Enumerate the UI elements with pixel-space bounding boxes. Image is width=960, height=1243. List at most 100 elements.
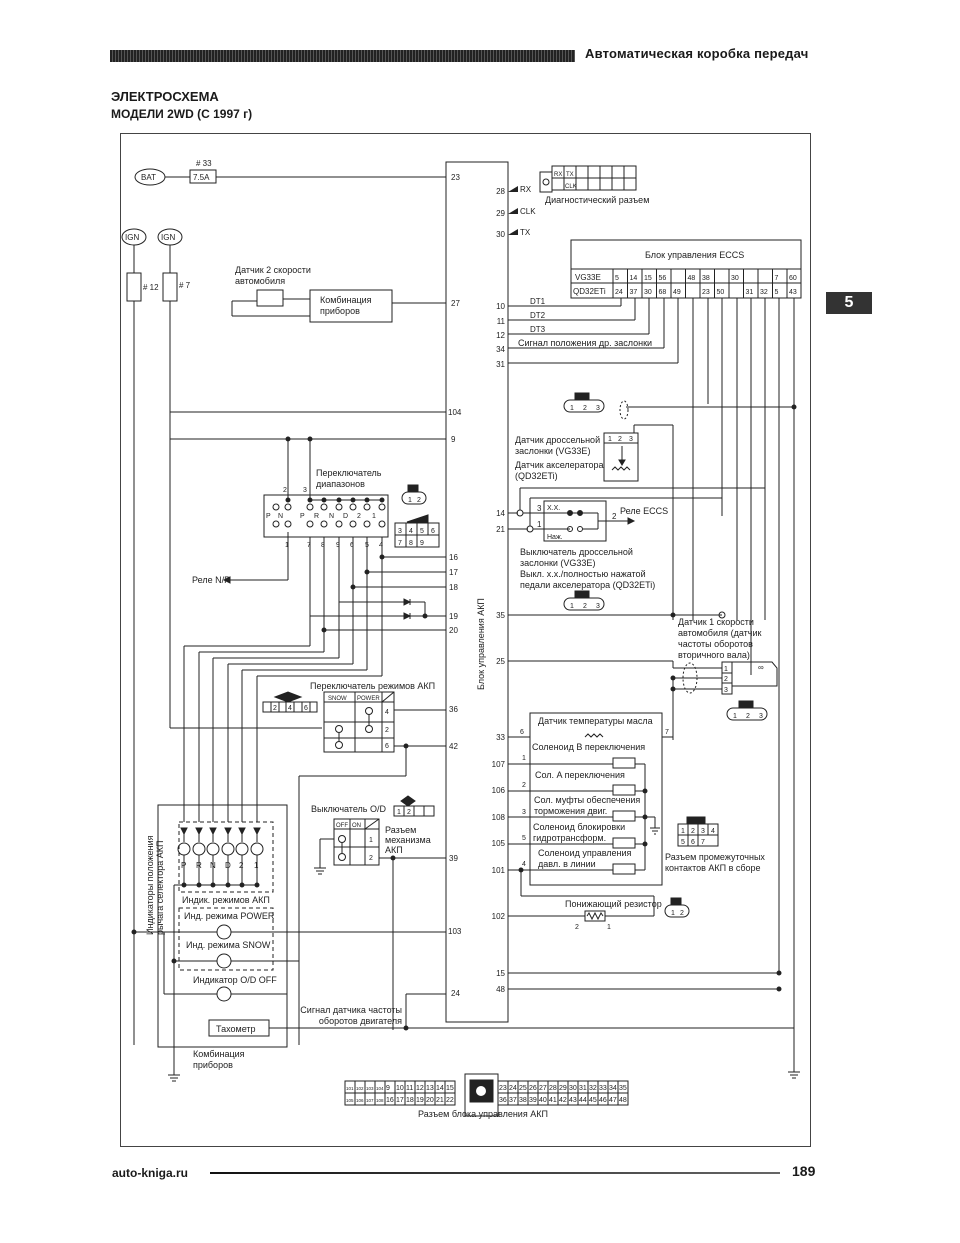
- diag-connector-hole-icon: [542, 178, 550, 186]
- range-switch-title-2: диапазонов: [316, 479, 365, 489]
- vb-pin2: 2: [522, 782, 526, 789]
- eccs-vg33e-pin: 48: [688, 275, 696, 282]
- range-position-label: D: [343, 513, 348, 520]
- tcm-connector-pin: 107: [366, 1098, 374, 1103]
- pin-25: 25: [496, 657, 505, 666]
- pin-42: 42: [449, 742, 458, 751]
- conn-a-pin3: 3: [596, 405, 600, 412]
- msc-6: 6: [304, 705, 308, 712]
- oil-temp-sensor-label: Датчик температуры масла: [538, 716, 653, 726]
- indicator-lamp-icon: [221, 842, 235, 856]
- speed-sensor1-label-2: автомобиля (датчик: [678, 628, 762, 638]
- page-title: ЭЛЕКТРОСХЕМА: [111, 89, 219, 104]
- solenoid-line-label-1: Соленоид управления: [538, 848, 632, 858]
- diag-connector-key: [539, 171, 553, 193]
- eccs-vg33e-pin: 38: [702, 275, 710, 282]
- speed-sensor1: [732, 661, 778, 687]
- oil-temp-thermistor-icon: [584, 733, 604, 738]
- tcm-connector-pin: 18: [406, 1097, 414, 1104]
- tcm-connector-pin: 47: [609, 1097, 617, 1104]
- fuse-12: [126, 272, 142, 302]
- tcm-connector-pin: 44: [579, 1097, 587, 1104]
- tcm-connector-pin: 32: [589, 1085, 597, 1092]
- pin-104: 104: [448, 408, 462, 417]
- connector-123-a: [563, 392, 605, 413]
- tcm-label: Блок управления АКП: [476, 598, 486, 690]
- tcm-connector-pin: 101: [346, 1086, 354, 1091]
- throttle-switch-label-3: Выкл. х.х./полностью нажатой: [520, 569, 646, 579]
- position-indicators-label-2: рычага селектора АКП: [155, 840, 165, 935]
- connector-12-range: [401, 484, 427, 505]
- engine-speed-signal-label-2: оборотов двигателя: [319, 1016, 402, 1026]
- conn-c-pin3: 3: [759, 713, 763, 720]
- tcm-connector-pin: 46: [599, 1097, 607, 1104]
- range-switch-title-1: Переключатель: [316, 468, 382, 478]
- junction-dot: [350, 497, 356, 503]
- od-switch: [333, 818, 380, 866]
- footer-site-link[interactable]: auto-kniga.ru: [112, 1166, 189, 1180]
- speed-sensor-coil-icon: ∞: [758, 663, 764, 672]
- range-contact-icon: [335, 503, 343, 511]
- ign-label-1: IGN: [125, 233, 139, 242]
- transmission-connector-label-2: механизма: [385, 835, 431, 845]
- pin-108: 108: [492, 813, 506, 822]
- range-contact-icon: [284, 503, 292, 511]
- vb-pin6: 6: [520, 729, 524, 736]
- pin-20: 20: [449, 626, 458, 635]
- tcm-connector-pin: 14: [436, 1085, 444, 1092]
- chapter-tab[interactable]: 5: [826, 292, 872, 314]
- speed-sensor1-connector: [721, 661, 733, 695]
- ms-row2: 2: [385, 727, 389, 734]
- tcm-connector-pin: 103: [366, 1086, 374, 1091]
- msc-4: 4: [288, 705, 292, 712]
- dr-pin1: 1: [607, 924, 611, 931]
- mode-switch-title: Переключатель режимов АКП: [310, 681, 435, 691]
- throttle-sensor-label-2: заслонки (VG33E): [515, 446, 590, 456]
- fuse-12-id: # 12: [143, 283, 159, 292]
- pin-33: 33: [496, 733, 505, 742]
- junction-dot: [336, 497, 342, 503]
- eccs-qd32eti-pin: 49: [673, 289, 681, 296]
- eccs-qd32eti-pin: 68: [659, 289, 667, 296]
- diagram-frame: [120, 133, 811, 1147]
- tachometer-label: Тахометр: [216, 1024, 256, 1034]
- dropping-resistor: [584, 910, 606, 922]
- tcm-connector-pin: 24: [509, 1085, 517, 1092]
- tx-arrow-icon: [508, 229, 518, 235]
- clk-label: CLK: [520, 207, 536, 216]
- tsw-pin2: 2: [612, 512, 617, 521]
- pin-16: 16: [449, 553, 458, 562]
- tcm-connector-pin: 20: [426, 1097, 434, 1104]
- pin-14: 14: [496, 509, 505, 518]
- tcm-connector-pin: 33: [599, 1085, 607, 1092]
- throttle-switch-label-2: заслонки (VG33E): [520, 558, 595, 568]
- connector-123-c: [726, 700, 768, 721]
- solenoid-lockup-label-1: Соленоид блокировки: [533, 822, 625, 832]
- tcm-connector-pin: 26: [529, 1085, 537, 1092]
- tcm-block: [445, 161, 509, 1023]
- engine-speed-signal-label-1: Сигнал датчика частоты: [300, 1005, 402, 1015]
- tcm-connector-pin: 11: [406, 1085, 413, 1092]
- vbc-2: 2: [691, 828, 695, 835]
- pin-106: 106: [492, 786, 506, 795]
- bat-label: BAT: [141, 173, 156, 182]
- range-contact-icon: [320, 520, 328, 528]
- pin-39: 39: [449, 854, 458, 863]
- odc-2: 2: [407, 809, 411, 816]
- rs-pin9: 9: [336, 542, 340, 549]
- ts-pin3: 3: [629, 436, 633, 443]
- vbc-3: 3: [701, 828, 705, 835]
- rs-pin1: 1: [285, 542, 289, 549]
- tcm-connector-pin: 43: [569, 1097, 577, 1104]
- ts-pin2: 2: [618, 436, 622, 443]
- solenoid-engine-brake-label-1: Сол. муфты обеспечения: [534, 795, 640, 805]
- indicator-lamp-icon: [250, 842, 264, 856]
- tcm-connector-pin: 15: [446, 1085, 454, 1092]
- tcm-connector-pin: 42: [559, 1097, 567, 1104]
- valve-body-connector: [677, 816, 719, 847]
- cr-pin2: 2: [680, 910, 684, 917]
- cr-pin1: 1: [671, 910, 675, 917]
- junction-dot: [379, 497, 385, 503]
- throttle-sensor-label-1: Датчик дроссельной: [515, 435, 600, 445]
- range-position-label: R: [314, 513, 319, 520]
